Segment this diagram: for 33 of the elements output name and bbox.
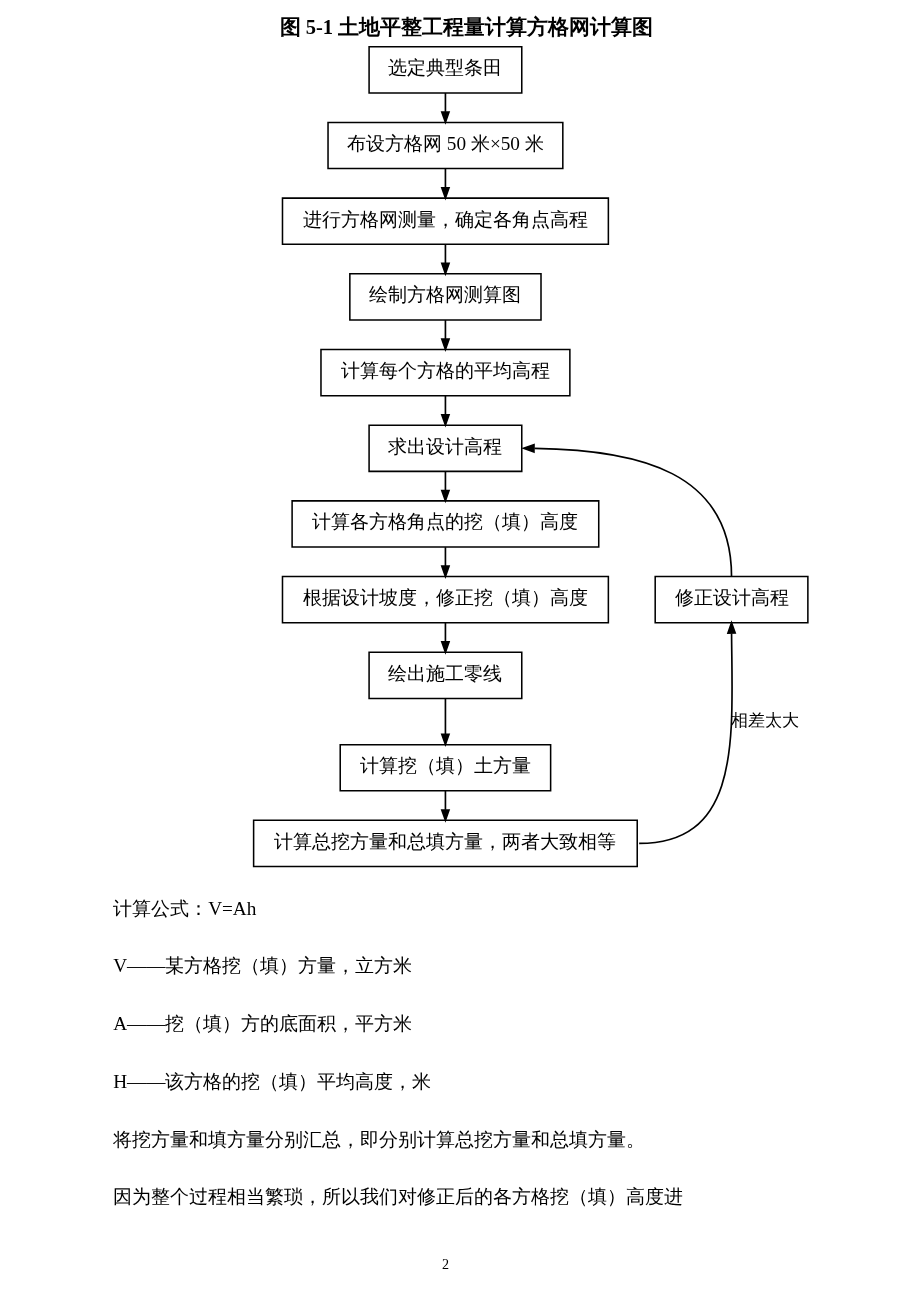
arrow — [440, 92, 450, 125]
label: 计算公式：V=Ah — [112, 897, 256, 919]
arrow — [440, 698, 450, 748]
node-box: 根据设计坡度，修正挖（填）高度 — [281, 575, 609, 624]
label: 因为整个过程相当繁琐，所以我们对修正后的各方格挖（填）高度进 — [112, 1186, 683, 1208]
arrow — [440, 622, 450, 655]
node-box: 修正设计高程 — [653, 575, 809, 624]
arrow — [440, 319, 450, 352]
arrow — [440, 470, 450, 504]
node-box: 选定典型条田 — [367, 45, 523, 94]
node-box: 绘出施工零线 — [367, 651, 523, 700]
arrow — [440, 790, 450, 823]
node-box: 进行方格网测量，确定各角点高程 — [281, 197, 609, 246]
arrow — [440, 243, 450, 277]
arrow — [440, 546, 450, 579]
node-box: 绘制方格网测算图 — [348, 273, 542, 321]
label: V——某方格挖（填）方量，立方米 — [112, 955, 412, 977]
node-box: 计算总挖方量和总填方量，两者大致相等 — [252, 819, 638, 868]
label: 2 — [441, 1256, 449, 1273]
edge-label: 相差太大 — [730, 710, 799, 730]
arrow — [440, 394, 450, 428]
label: H——该方格的挖（填）平均高度，米 — [112, 1070, 431, 1092]
node-box: 布设方格网 50 米×50 米 — [326, 121, 564, 170]
node-box: 计算挖（填）土方量 — [338, 743, 551, 792]
node-box: 计算各方格角点的挖（填）高度 — [290, 500, 599, 548]
arrow — [440, 167, 450, 201]
diagram-title: 图 5-1 土地平整工程量计算方格网计算图 — [279, 15, 653, 38]
node-box: 计算每个方格的平均高程 — [319, 348, 571, 397]
arrow — [520, 443, 732, 578]
label: A——挖（填）方的底面积，平方米 — [112, 1013, 412, 1035]
label: 将挖方量和填方量分别汇总，即分别计算总挖方量和总填方量。 — [112, 1128, 645, 1150]
node-box: 求出设计高程 — [367, 424, 523, 473]
arrow — [637, 620, 736, 845]
